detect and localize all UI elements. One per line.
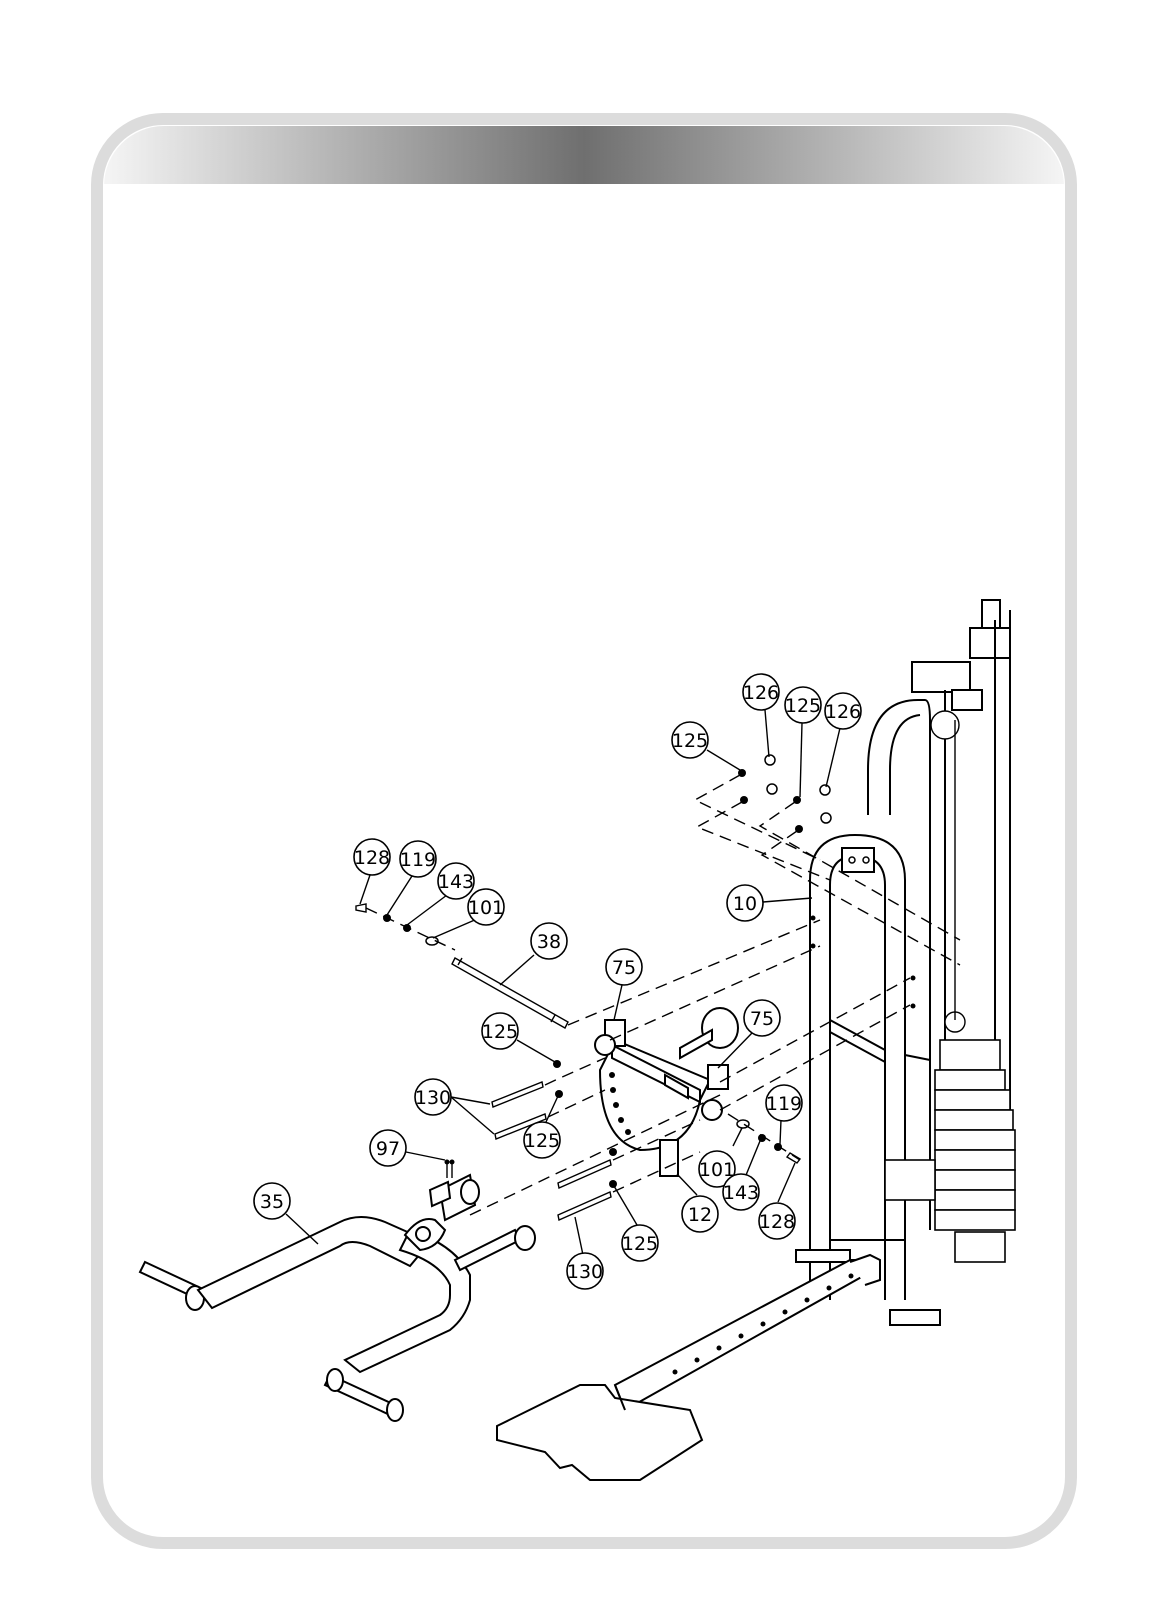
header-bar	[104, 126, 1064, 184]
callout-75: 75	[606, 949, 642, 985]
callout-143: 143	[438, 863, 474, 899]
callout-101: 101	[468, 889, 504, 925]
callout-130: 130	[567, 1253, 603, 1289]
callout-125: 125	[672, 722, 708, 758]
svg-text:119: 119	[766, 1093, 802, 1115]
callout-35: 35	[254, 1183, 290, 1219]
svg-text:125: 125	[785, 695, 821, 717]
callout-119: 119	[766, 1085, 802, 1121]
callout-125: 125	[482, 1013, 518, 1049]
svg-text:126: 126	[743, 682, 779, 704]
svg-text:130: 130	[567, 1261, 603, 1283]
svg-text:128: 128	[759, 1211, 795, 1233]
callout-128: 128	[354, 839, 390, 875]
svg-text:12: 12	[688, 1204, 712, 1226]
svg-text:75: 75	[750, 1008, 774, 1030]
callouts: 126 125 126 125 128 119 143 101 38 10 75…	[254, 674, 861, 1289]
svg-text:143: 143	[723, 1182, 759, 1204]
callout-38: 38	[531, 923, 567, 959]
floor-base	[497, 1255, 880, 1480]
svg-text:125: 125	[672, 730, 708, 752]
callout-128: 128	[759, 1203, 795, 1239]
callout-12: 12	[682, 1196, 718, 1232]
callout-119: 119	[400, 841, 436, 877]
svg-text:75: 75	[612, 957, 636, 979]
svg-text:143: 143	[438, 871, 474, 893]
svg-text:38: 38	[537, 931, 561, 953]
svg-text:125: 125	[524, 1130, 560, 1152]
callout-125: 125	[785, 687, 821, 723]
svg-text:126: 126	[825, 701, 861, 723]
leader-lines	[286, 710, 840, 1255]
callout-130: 130	[415, 1079, 451, 1115]
svg-text:101: 101	[468, 897, 504, 919]
svg-text:125: 125	[482, 1021, 518, 1043]
svg-text:35: 35	[260, 1191, 284, 1213]
left-hardware-row	[356, 904, 455, 950]
callout-125: 125	[524, 1122, 560, 1158]
svg-text:128: 128	[354, 847, 390, 869]
svg-text:125: 125	[622, 1233, 658, 1255]
svg-text:97: 97	[376, 1138, 400, 1160]
svg-text:10: 10	[733, 893, 757, 915]
callout-126: 126	[743, 674, 779, 710]
callout-97: 97	[370, 1130, 406, 1166]
right-hardware-row	[728, 1114, 800, 1163]
callout-125: 125	[622, 1225, 658, 1261]
page-frame-border	[97, 119, 1071, 1543]
exploded-assembly-diagram: 126 125 126 125 128 119 143 101 38 10 75…	[140, 600, 1015, 1480]
callout-75: 75	[744, 1000, 780, 1036]
svg-text:130: 130	[415, 1087, 451, 1109]
callout-143: 143	[723, 1174, 759, 1210]
callout-126: 126	[825, 693, 861, 729]
svg-text:119: 119	[400, 849, 436, 871]
callout-10: 10	[727, 885, 763, 921]
